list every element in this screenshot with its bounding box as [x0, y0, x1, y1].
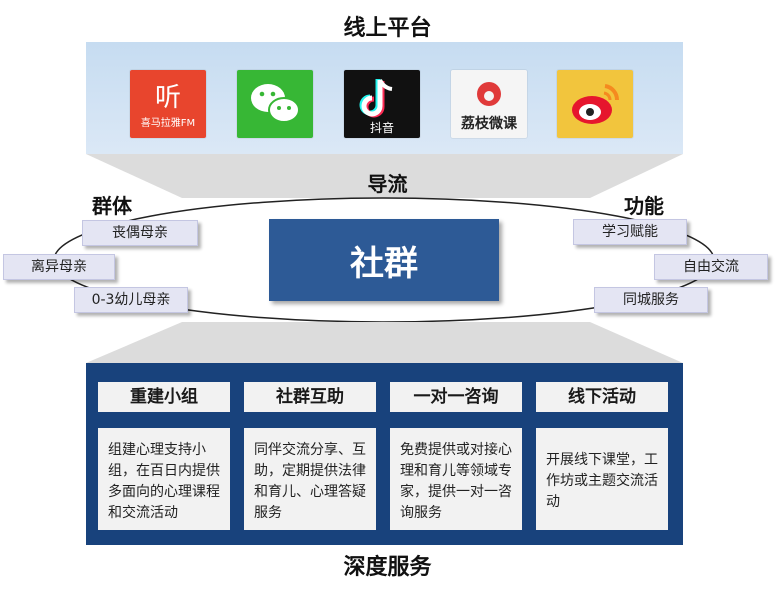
ximalaya-label: 喜马拉雅FM: [141, 116, 195, 129]
community-box: 社群: [269, 219, 499, 301]
community-label: 社群: [350, 243, 418, 284]
group-tag-widowed-mothers: 丧偶母亲: [82, 220, 198, 246]
lizhi-weike-icon[interactable]: 荔枝微课: [451, 70, 527, 138]
douyin-icon[interactable]: 抖音: [344, 70, 420, 138]
service-card-title: 社群互助: [244, 382, 376, 412]
groups-title: 群体: [92, 194, 132, 218]
group-tag-divorced-mothers: 离异母亲: [3, 254, 115, 280]
service-card-description: 同伴交流分享、互助，定期提供法律和育儿、心理答疑服务: [244, 428, 376, 530]
functions-title: 功能: [624, 194, 664, 218]
ximalaya-icon[interactable]: 听 喜马拉雅FM: [130, 70, 206, 138]
wechat-icon[interactable]: [237, 70, 313, 138]
service-card-title: 一对一咨询: [390, 382, 522, 412]
deep-service-title: 深度服务: [343, 555, 432, 580]
service-card-description: 免费提供或对接心理和育儿等领域专家，提供一对一咨询服务: [390, 428, 522, 530]
function-tag-learning: 学习赋能: [573, 219, 687, 245]
group-tag-infant-mothers: 0-3幼儿母亲: [74, 287, 188, 313]
online-platform-title: 线上平台: [343, 16, 432, 41]
weibo-icon[interactable]: [557, 70, 633, 138]
douyin-label: 抖音: [370, 120, 394, 135]
flow-label: 导流: [367, 172, 408, 196]
lizhi-weike-label: 荔枝微课: [460, 115, 518, 132]
service-card-title: 重建小组: [98, 382, 230, 412]
service-card-description: 组建心理支持小组，在百日内提供多面向的心理课程和交流活动: [98, 428, 230, 530]
svg-text:听: 听: [155, 83, 181, 113]
service-card-description: 开展线下课堂，工作坊或主题交流活动: [536, 428, 668, 530]
function-tag-free-exchange: 自由交流: [654, 254, 768, 280]
function-tag-local-service: 同城服务: [594, 287, 708, 313]
service-card-title: 线下活动: [536, 382, 668, 412]
